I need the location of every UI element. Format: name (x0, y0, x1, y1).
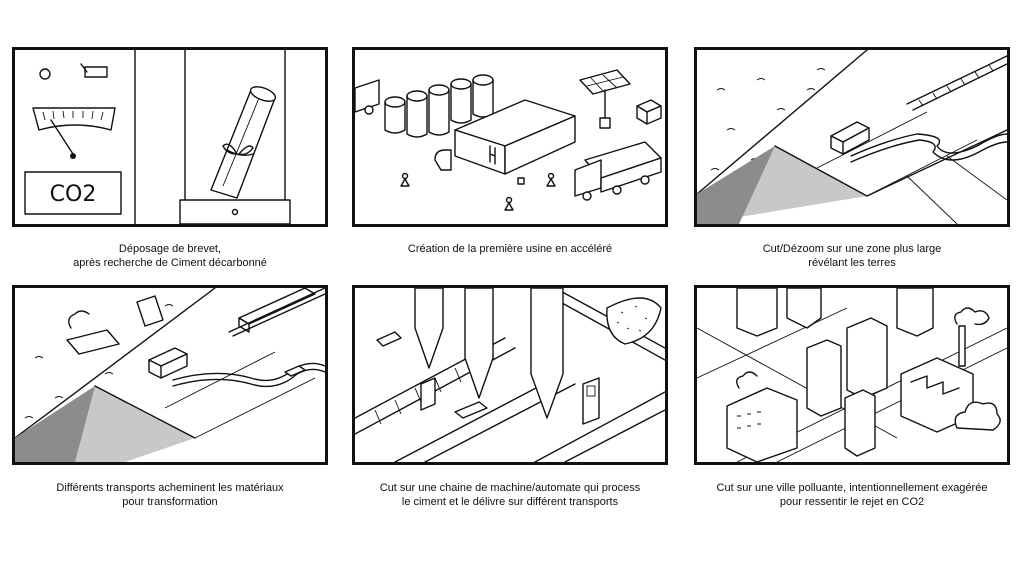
dump-truck-icon (574, 141, 662, 201)
svg-text:CO2: CO2 (50, 182, 97, 207)
delivery-truck-icon (376, 331, 488, 419)
cement-silos (414, 288, 564, 419)
exhaust-pipes (434, 149, 452, 171)
delivery-truck-icon (284, 365, 306, 377)
frame-6-caption: Cut sur une ville polluante, intentionne… (716, 482, 988, 508)
frame-1-illustration: CO2 (24, 50, 291, 224)
field-grid (816, 111, 1007, 224)
warehouse-icon (148, 347, 188, 379)
factory-building (454, 99, 576, 175)
storyboard-frame-5 (352, 285, 668, 465)
ocean-waves (24, 304, 174, 419)
cargo-ship-icon (136, 295, 164, 327)
pressure-gauge-icon (32, 107, 116, 159)
winding-road (850, 133, 1007, 163)
frame-1-caption: Déposage de brevet, après recherche de C… (73, 243, 267, 269)
cargo-ship-icon (66, 310, 120, 355)
worker-figures (400, 172, 556, 211)
land-shade-dark (697, 146, 775, 224)
aggregate-pile (606, 297, 662, 345)
machine-unit-icon (420, 377, 436, 411)
railway-track-icon (906, 55, 1007, 111)
frame-3-illustration (697, 50, 1007, 224)
frame-4-caption: Différents transports acheminent les mat… (56, 482, 284, 508)
frame-2-caption: Création de la première usine en accélér… (407, 243, 613, 255)
co2-plaque: CO2 (24, 171, 122, 215)
frame-2-illustration (355, 69, 662, 211)
polluting-factory-left (726, 371, 798, 462)
plateau-edge (94, 385, 196, 439)
coastline (15, 288, 216, 439)
coastline (697, 50, 868, 195)
land-shade-dark (15, 386, 95, 462)
warehouse-icon (830, 121, 870, 155)
solar-panel-icon (579, 69, 631, 129)
frame-4-illustration (15, 288, 325, 462)
frame-3-caption: Cut/Dézoom sur une zone plus large révél… (762, 243, 942, 269)
smoke-cloud (954, 401, 1001, 431)
storyboard-frame-4 (12, 285, 328, 465)
storyboard-frame-1: CO2 (12, 47, 328, 227)
freight-train-icon (228, 288, 325, 337)
rolled-patent-scroll-icon (210, 86, 277, 199)
indicator-light-icon (39, 68, 51, 80)
winding-road (172, 362, 325, 388)
crate-icon (636, 99, 662, 125)
frame-6-illustration (697, 288, 1007, 462)
frame-5-caption: Cut sur une chaine de machine/automate q… (379, 482, 641, 508)
toggle-switch-icon (80, 63, 108, 78)
storyboard-frame-3 (694, 47, 1010, 227)
display-case (179, 50, 291, 224)
storyboard-frame-2 (352, 47, 668, 227)
skyscraper-buildings (736, 288, 934, 457)
frame-5-illustration (355, 288, 665, 462)
truck-left-edge (355, 79, 380, 115)
storyboard-frame-6 (694, 285, 1010, 465)
control-terminal-icon (582, 377, 600, 425)
